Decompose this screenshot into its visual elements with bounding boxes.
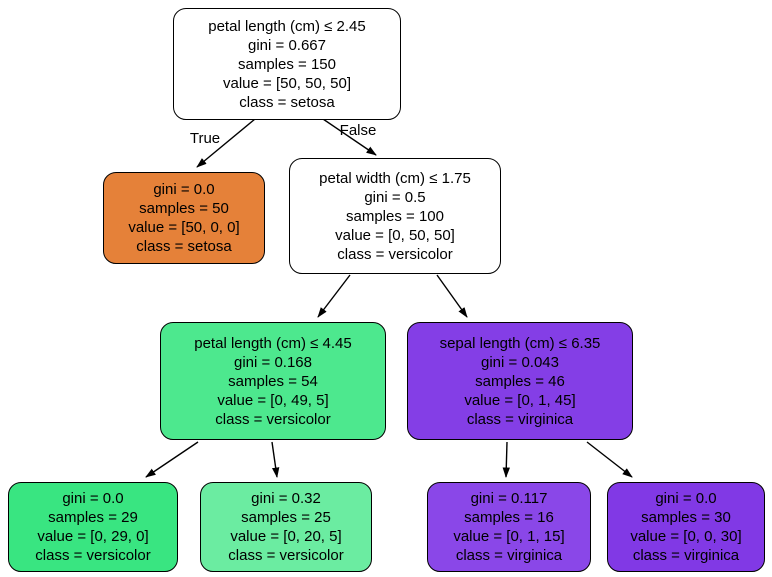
node-samples: samples = 150 bbox=[238, 55, 336, 73]
node-class: class = virginica bbox=[632, 547, 740, 564]
tree-node-virginica-split: sepal length (cm) ≤ 6.35 gini = 0.043 sa… bbox=[407, 322, 633, 440]
tree-node-virginica-leaf-mixed: gini = 0.117 samples = 16 value = [0, 1,… bbox=[427, 482, 591, 572]
node-split-condition: sepal length (cm) ≤ 6.35 bbox=[439, 334, 601, 352]
node-gini: gini = 0.0 bbox=[62, 490, 124, 507]
node-value: value = [50, 0, 0] bbox=[128, 219, 240, 236]
node-gini: gini = 0.0 bbox=[655, 490, 717, 507]
node-class: class = virginica bbox=[466, 410, 574, 428]
node-gini: gini = 0.117 bbox=[470, 490, 548, 507]
edge-petal-width-to-virginica-split bbox=[436, 274, 468, 318]
node-samples: samples = 50 bbox=[139, 200, 229, 217]
node-samples: samples = 30 bbox=[641, 509, 731, 526]
node-split-condition: petal width (cm) ≤ 1.75 bbox=[319, 169, 471, 187]
edge-virginica-split-to-mixed-leaf bbox=[502, 441, 510, 478]
node-gini: gini = 0.667 bbox=[248, 36, 326, 54]
node-gini: gini = 0.168 bbox=[234, 353, 312, 371]
node-value: value = [50, 50, 50] bbox=[222, 74, 351, 92]
node-samples: samples = 100 bbox=[346, 207, 444, 225]
node-value: value = [0, 50, 50] bbox=[335, 226, 455, 244]
tree-node-versicolor-leaf-mixed: gini = 0.32 samples = 25 value = [0, 20,… bbox=[200, 482, 372, 572]
edge-label-false: False bbox=[339, 122, 377, 139]
edge-petal-width-to-versicolor-split bbox=[317, 274, 351, 318]
node-value: value = [0, 1, 15] bbox=[453, 528, 565, 545]
node-class: class = virginica bbox=[455, 547, 563, 564]
node-value: value = [0, 1, 45] bbox=[464, 391, 576, 409]
node-class: class = versicolor bbox=[35, 547, 151, 564]
node-value: value = [0, 20, 5] bbox=[230, 528, 342, 545]
node-gini: gini = 0.043 bbox=[481, 353, 559, 371]
node-gini: gini = 0.32 bbox=[251, 490, 321, 507]
node-samples: samples = 25 bbox=[241, 509, 331, 526]
tree-node-petal-width-split: petal width (cm) ≤ 1.75 gini = 0.5 sampl… bbox=[289, 158, 501, 274]
node-value: value = [0, 0, 30] bbox=[630, 528, 742, 545]
node-split-condition: petal length (cm) ≤ 4.45 bbox=[194, 334, 352, 352]
node-samples: samples = 46 bbox=[475, 372, 565, 390]
node-samples: samples = 54 bbox=[228, 372, 318, 390]
node-class: class = versicolor bbox=[228, 547, 344, 564]
edge-label-true: True bbox=[189, 130, 221, 147]
tree-node-versicolor-leaf-pure: gini = 0.0 samples = 29 value = [0, 29, … bbox=[8, 482, 178, 572]
node-split-condition: petal length (cm) ≤ 2.45 bbox=[208, 17, 366, 35]
edge-versicolor-split-to-mixed-leaf bbox=[271, 441, 280, 478]
tree-node-setosa-leaf: gini = 0.0 samples = 50 value = [50, 0, … bbox=[103, 172, 265, 264]
edge-versicolor-split-to-pure-leaf bbox=[145, 441, 199, 478]
node-samples: samples = 29 bbox=[48, 509, 138, 526]
node-class: class = setosa bbox=[136, 238, 232, 255]
node-class: class = versicolor bbox=[215, 410, 331, 428]
tree-node-versicolor-split: petal length (cm) ≤ 4.45 gini = 0.168 sa… bbox=[160, 322, 386, 440]
tree-node-root: petal length (cm) ≤ 2.45 gini = 0.667 sa… bbox=[173, 8, 401, 120]
node-value: value = [0, 49, 5] bbox=[217, 391, 329, 409]
edge-virginica-split-to-pure-leaf bbox=[586, 441, 633, 478]
edge-root-to-setosa-leaf bbox=[196, 118, 256, 168]
tree-node-virginica-leaf-pure: gini = 0.0 samples = 30 value = [0, 0, 3… bbox=[607, 482, 765, 572]
node-value: value = [0, 29, 0] bbox=[37, 528, 149, 545]
node-class: class = versicolor bbox=[337, 245, 453, 263]
node-samples: samples = 16 bbox=[464, 509, 554, 526]
edge-root-to-petal-width-split bbox=[322, 118, 377, 156]
node-gini: gini = 0.0 bbox=[153, 181, 215, 198]
node-gini: gini = 0.5 bbox=[364, 188, 426, 206]
node-class: class = setosa bbox=[239, 93, 335, 111]
